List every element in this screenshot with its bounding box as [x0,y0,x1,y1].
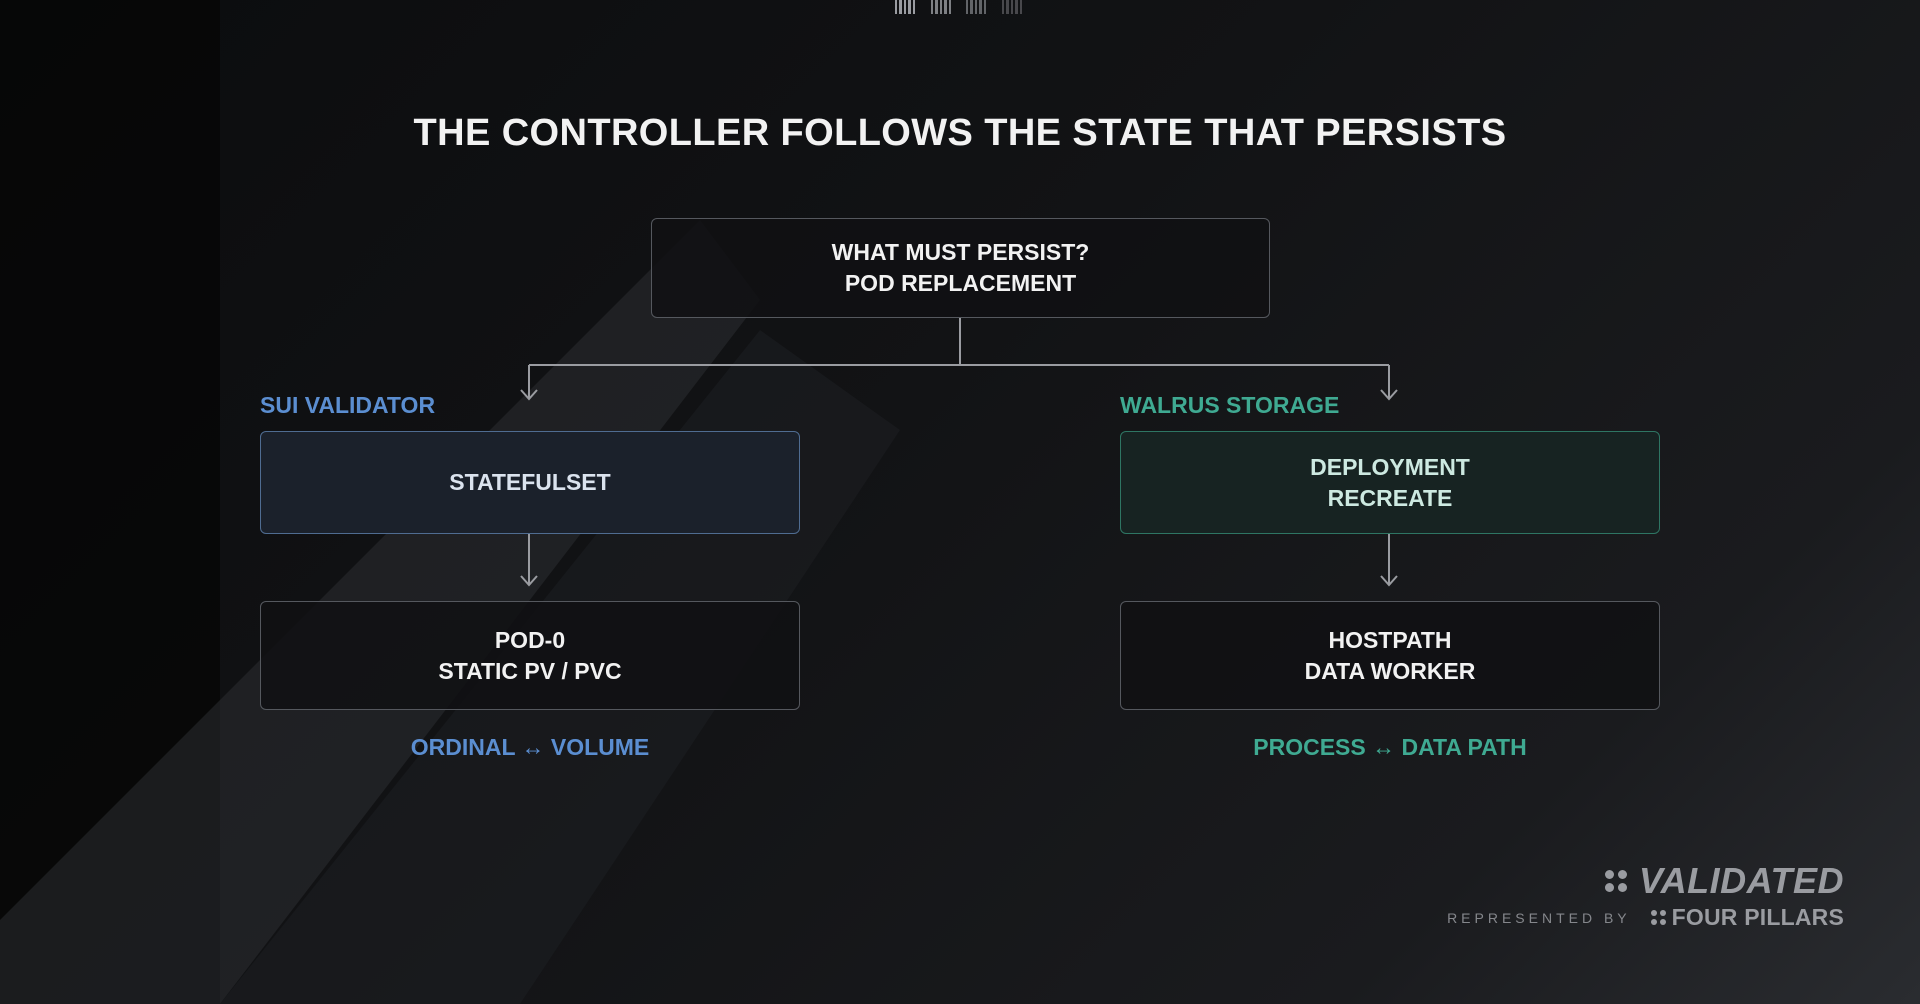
statefulset-label: STATEFULSET [449,469,611,495]
deployment-line2: RECREATE [1327,484,1453,511]
slide-title: THE CONTROLLER FOLLOWS THE STATE THAT PE… [413,112,1507,154]
left-branch-arrowhead [520,389,538,401]
left-caption: ORDINAL ↔ VOLUME [410,734,650,760]
represented-by-line: REPRESENTED BY FOUR PILLARS [1447,904,1844,931]
pod-volume-box: POD-0 STATIC PV / PVC [260,601,800,710]
validated-wordmark: VALIDATED [1638,860,1844,901]
right-section-label: WALRUS STORAGE [1120,392,1340,418]
statefulset-box: STATEFULSET [260,431,800,534]
four-pillars-wordmark: FOUR PILLARS [1671,904,1844,930]
right-caption: PROCESS ↔ DATA PATH [1253,734,1527,760]
right-branch-arrowhead [1380,389,1398,401]
root-question-box: WHAT MUST PERSIST? POD REPLACEMENT [651,218,1270,318]
four-pillars-logo: FOUR PILLARS [1650,904,1844,931]
connector-lines [520,318,1398,587]
deployment-box: DEPLOYMENT RECREATE [1120,431,1660,534]
validated-logo-mark-icon [1604,870,1627,892]
left-down-arrowhead [520,575,538,587]
represented-by-text: REPRESENTED BY [1447,909,1631,926]
validated-logo: VALIDATED [1604,860,1844,902]
deployment-line1: DEPLOYMENT [1310,453,1470,480]
left-section-label: SUI VALIDATOR [260,392,436,418]
right-down-arrowhead [1380,575,1398,587]
pod-volume-line1: POD-0 [494,626,566,653]
hostpath-line1: HOSTPATH [1328,626,1452,653]
progress-marks [895,0,1022,14]
hostpath-box: HOSTPATH DATA WORKER [1120,601,1660,710]
hostpath-line2: DATA WORKER [1304,657,1476,684]
root-question-line1: WHAT MUST PERSIST? [831,239,1090,265]
four-pillars-mark-icon [1650,910,1666,925]
pod-volume-line2: STATIC PV / PVC [438,657,622,684]
root-question-line2: POD REPLACEMENT [844,270,1077,296]
